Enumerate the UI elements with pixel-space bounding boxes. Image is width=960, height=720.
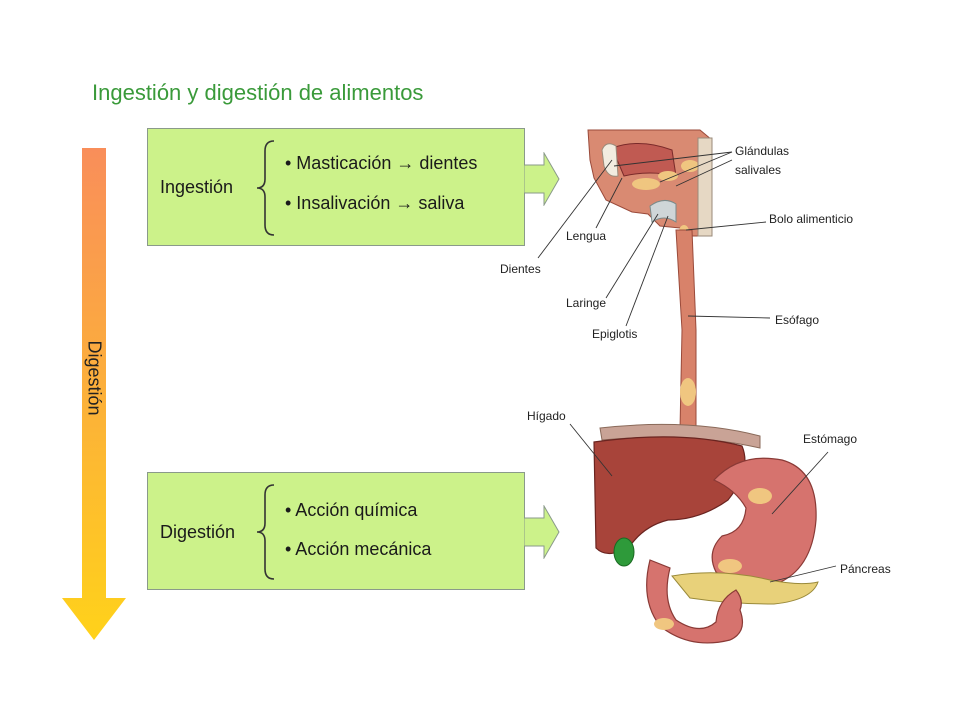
label-dientes: Dientes bbox=[500, 262, 541, 276]
digestion-item-quimica: • Acción química bbox=[285, 500, 417, 521]
ingestion-item-insalivacion: • Insalivación → saliva bbox=[285, 193, 464, 214]
ingestion-box: Ingestión • Masticación → dientes • Insa… bbox=[147, 128, 525, 246]
label-epiglotis: Epiglotis bbox=[592, 327, 637, 341]
label-esofago: Esófago bbox=[775, 313, 819, 327]
digestion-item-mecanica: • Acción mecánica bbox=[285, 539, 431, 560]
label-lengua: Lengua bbox=[566, 229, 606, 243]
brace-icon bbox=[256, 483, 276, 581]
digestion-label: Digestión bbox=[160, 522, 235, 543]
page-title: Ingestión y digestión de alimentos bbox=[92, 80, 423, 106]
label-higado: Hígado bbox=[527, 409, 566, 423]
digestion-box: Digestión • Acción química • Acción mecá… bbox=[147, 472, 525, 590]
label-glandulas: Glándulas bbox=[735, 144, 789, 158]
brace-icon bbox=[256, 139, 276, 237]
label-pancreas: Páncreas bbox=[840, 562, 891, 576]
label-bolo: Bolo alimenticio bbox=[769, 212, 853, 226]
label-estomago: Estómago bbox=[803, 432, 857, 446]
ingestion-label: Ingestión bbox=[160, 177, 233, 198]
label-salivales: salivales bbox=[735, 163, 781, 177]
ingestion-item-masticacion: • Masticación → dientes bbox=[285, 153, 477, 174]
label-laringe: Laringe bbox=[566, 296, 606, 310]
digestion-arrow-label: Digestión bbox=[84, 340, 105, 415]
digestive-system-illustration bbox=[490, 120, 960, 680]
